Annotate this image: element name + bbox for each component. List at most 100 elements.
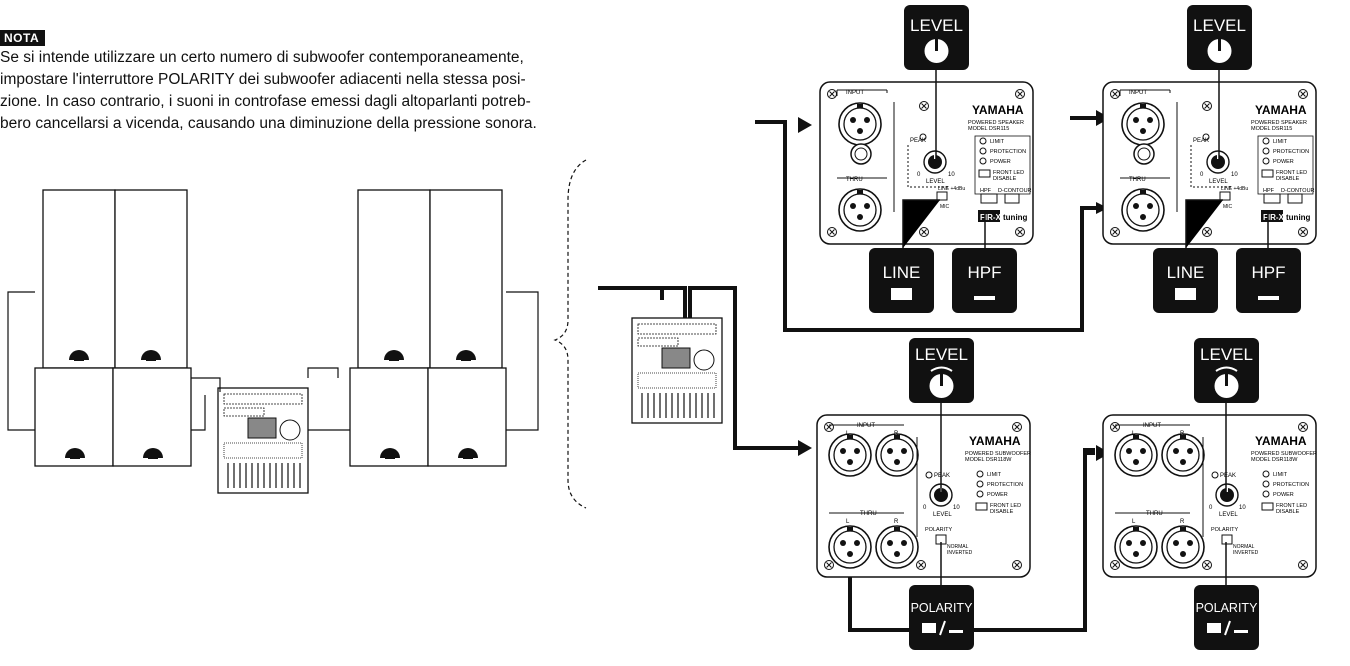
front-led-label-2: DISABLE (1276, 176, 1300, 182)
subwoofer-cabinet (112, 367, 192, 467)
d-contour-label: D-CONTOUR (1281, 188, 1315, 194)
scale-min: 0 (1200, 172, 1204, 178)
input-r-label: R (1180, 431, 1185, 437)
front-led-label-1: FRONT LED (993, 170, 1024, 176)
hpf-callout: HPF (952, 248, 1017, 313)
thru-label: THRU (1146, 511, 1163, 517)
line-callout: LINE (1153, 248, 1218, 313)
inverted-label: INVERTED (947, 550, 973, 556)
d-contour-label: D-CONTOUR (998, 188, 1032, 194)
thru-l-label: L (846, 519, 850, 525)
level-callout: LEVEL (1194, 338, 1259, 403)
input-label: INPUT (846, 90, 864, 96)
limit-label: LIMIT (1273, 139, 1288, 145)
note-text-line-4: bero cancellarsi a vicenda, causando una… (0, 115, 537, 132)
polarity-callout: POLARITY (909, 585, 974, 650)
callout-leaders (902, 66, 1269, 585)
polarity-callout: POLARITY (1194, 585, 1259, 650)
switch-pressed-icon (1207, 623, 1221, 633)
thru-label: THRU (860, 511, 877, 517)
power-label: POWER (990, 159, 1011, 165)
fir-x-logo: FIR-X (1263, 213, 1285, 222)
polarity-callout-label: POLARITY (1196, 601, 1258, 615)
front-led-label-2: DISABLE (1276, 509, 1300, 515)
hpf-label: HPF (980, 188, 992, 194)
thru-l-label: L (1132, 519, 1136, 525)
normal-label: NORMAL (1233, 544, 1255, 550)
limit-label: LIMIT (1273, 472, 1288, 478)
brand-logo: YAMAHA (969, 434, 1021, 448)
model-line-1: POWERED SUBWOOFER (1251, 451, 1317, 457)
line-label: LINE +4dBu (1221, 186, 1248, 192)
model-line-1: POWERED SUBWOOFER (965, 451, 1031, 457)
level-callout-label: LEVEL (1200, 345, 1253, 364)
level-label: LEVEL (1219, 512, 1238, 518)
protection-label: PROTECTION (987, 482, 1023, 488)
level-label: LEVEL (933, 512, 952, 518)
input-r-label: R (894, 431, 899, 437)
scale-max: 10 (1231, 172, 1238, 178)
mixer-console (217, 387, 309, 494)
hpf-label: HPF (1263, 188, 1275, 194)
note-text-line-1: Se si intende utilizzare un certo numero… (0, 49, 524, 66)
model-line-2: MODEL DSR118W (1251, 457, 1298, 463)
input-label: INPUT (857, 423, 875, 429)
polarity-callout-label: POLARITY (911, 601, 973, 615)
protection-label: PROTECTION (1273, 149, 1309, 155)
speaker-cabinet (357, 189, 431, 369)
scale-min: 0 (917, 172, 921, 178)
switch-released-icon (949, 630, 963, 633)
mixer-console (631, 317, 723, 424)
subwoofer-cabinet (349, 367, 429, 467)
note-badge: NOTA (0, 30, 46, 46)
mic-label: MIC (940, 204, 950, 210)
polarity-label: POLARITY (1211, 527, 1239, 533)
switch-released-icon (1234, 630, 1248, 633)
line-callout-label: LINE (883, 263, 921, 282)
left-system-illustration (7, 159, 587, 509)
level-callout-label: LEVEL (910, 16, 963, 35)
cables (598, 116, 1100, 632)
thru-label: THRU (846, 177, 863, 183)
hpf-callout-label: HPF (1252, 263, 1286, 282)
model-line-1: POWERED SPEAKER (1251, 120, 1307, 126)
tuning-logo: tuning (1003, 213, 1028, 222)
level-callout: LEVEL (909, 338, 974, 403)
peak-label: PEAK (1220, 473, 1236, 479)
front-led-label-1: FRONT LED (990, 503, 1021, 509)
mic-label: MIC (1223, 204, 1233, 210)
scale-max: 10 (948, 172, 955, 178)
switch-pressed-icon (891, 288, 912, 300)
switch-pressed-icon (1175, 288, 1196, 300)
model-line-2: MODEL DSR115 (1251, 126, 1292, 132)
level-callout: LEVEL (904, 5, 969, 70)
power-label: POWER (987, 492, 1008, 498)
front-led-label-1: FRONT LED (1276, 503, 1307, 509)
peak-label: PEAK (910, 138, 926, 144)
note-text-line-3: zione. In caso contrario, i suoni in con… (0, 93, 531, 110)
note-text-line-2: impostare l'interruttore POLARITY dei su… (0, 71, 526, 88)
switch-released-icon (1258, 296, 1279, 300)
level-label: LEVEL (926, 179, 945, 185)
line-callout-label: LINE (1167, 263, 1205, 282)
switch-released-icon (974, 296, 995, 300)
model-line-1: POWERED SPEAKER (968, 120, 1024, 126)
subwoofer-panel: INPUT L R THRU L R PEAK LEVEL 0 10 POLAR… (1103, 415, 1317, 577)
speaker-cabinet (42, 189, 116, 369)
peak-label: PEAK (934, 473, 950, 479)
line-callout: LINE (869, 248, 934, 313)
brand-logo: YAMAHA (1255, 434, 1307, 448)
inverted-label: INVERTED (1233, 550, 1259, 556)
model-line-2: MODEL DSR118W (965, 457, 1012, 463)
thru-r-label: R (894, 519, 899, 525)
brand-logo: YAMAHA (972, 103, 1024, 117)
model-line-2: MODEL DSR115 (968, 126, 1009, 132)
hpf-callout: HPF (1236, 248, 1301, 313)
limit-label: LIMIT (987, 472, 1002, 478)
scale-min: 0 (1209, 505, 1213, 511)
protection-label: PROTECTION (1273, 482, 1309, 488)
power-label: POWER (1273, 492, 1294, 498)
level-callout-label: LEVEL (915, 345, 968, 364)
subwoofer-cabinet (427, 367, 507, 467)
speaker-cabinet (114, 189, 188, 369)
